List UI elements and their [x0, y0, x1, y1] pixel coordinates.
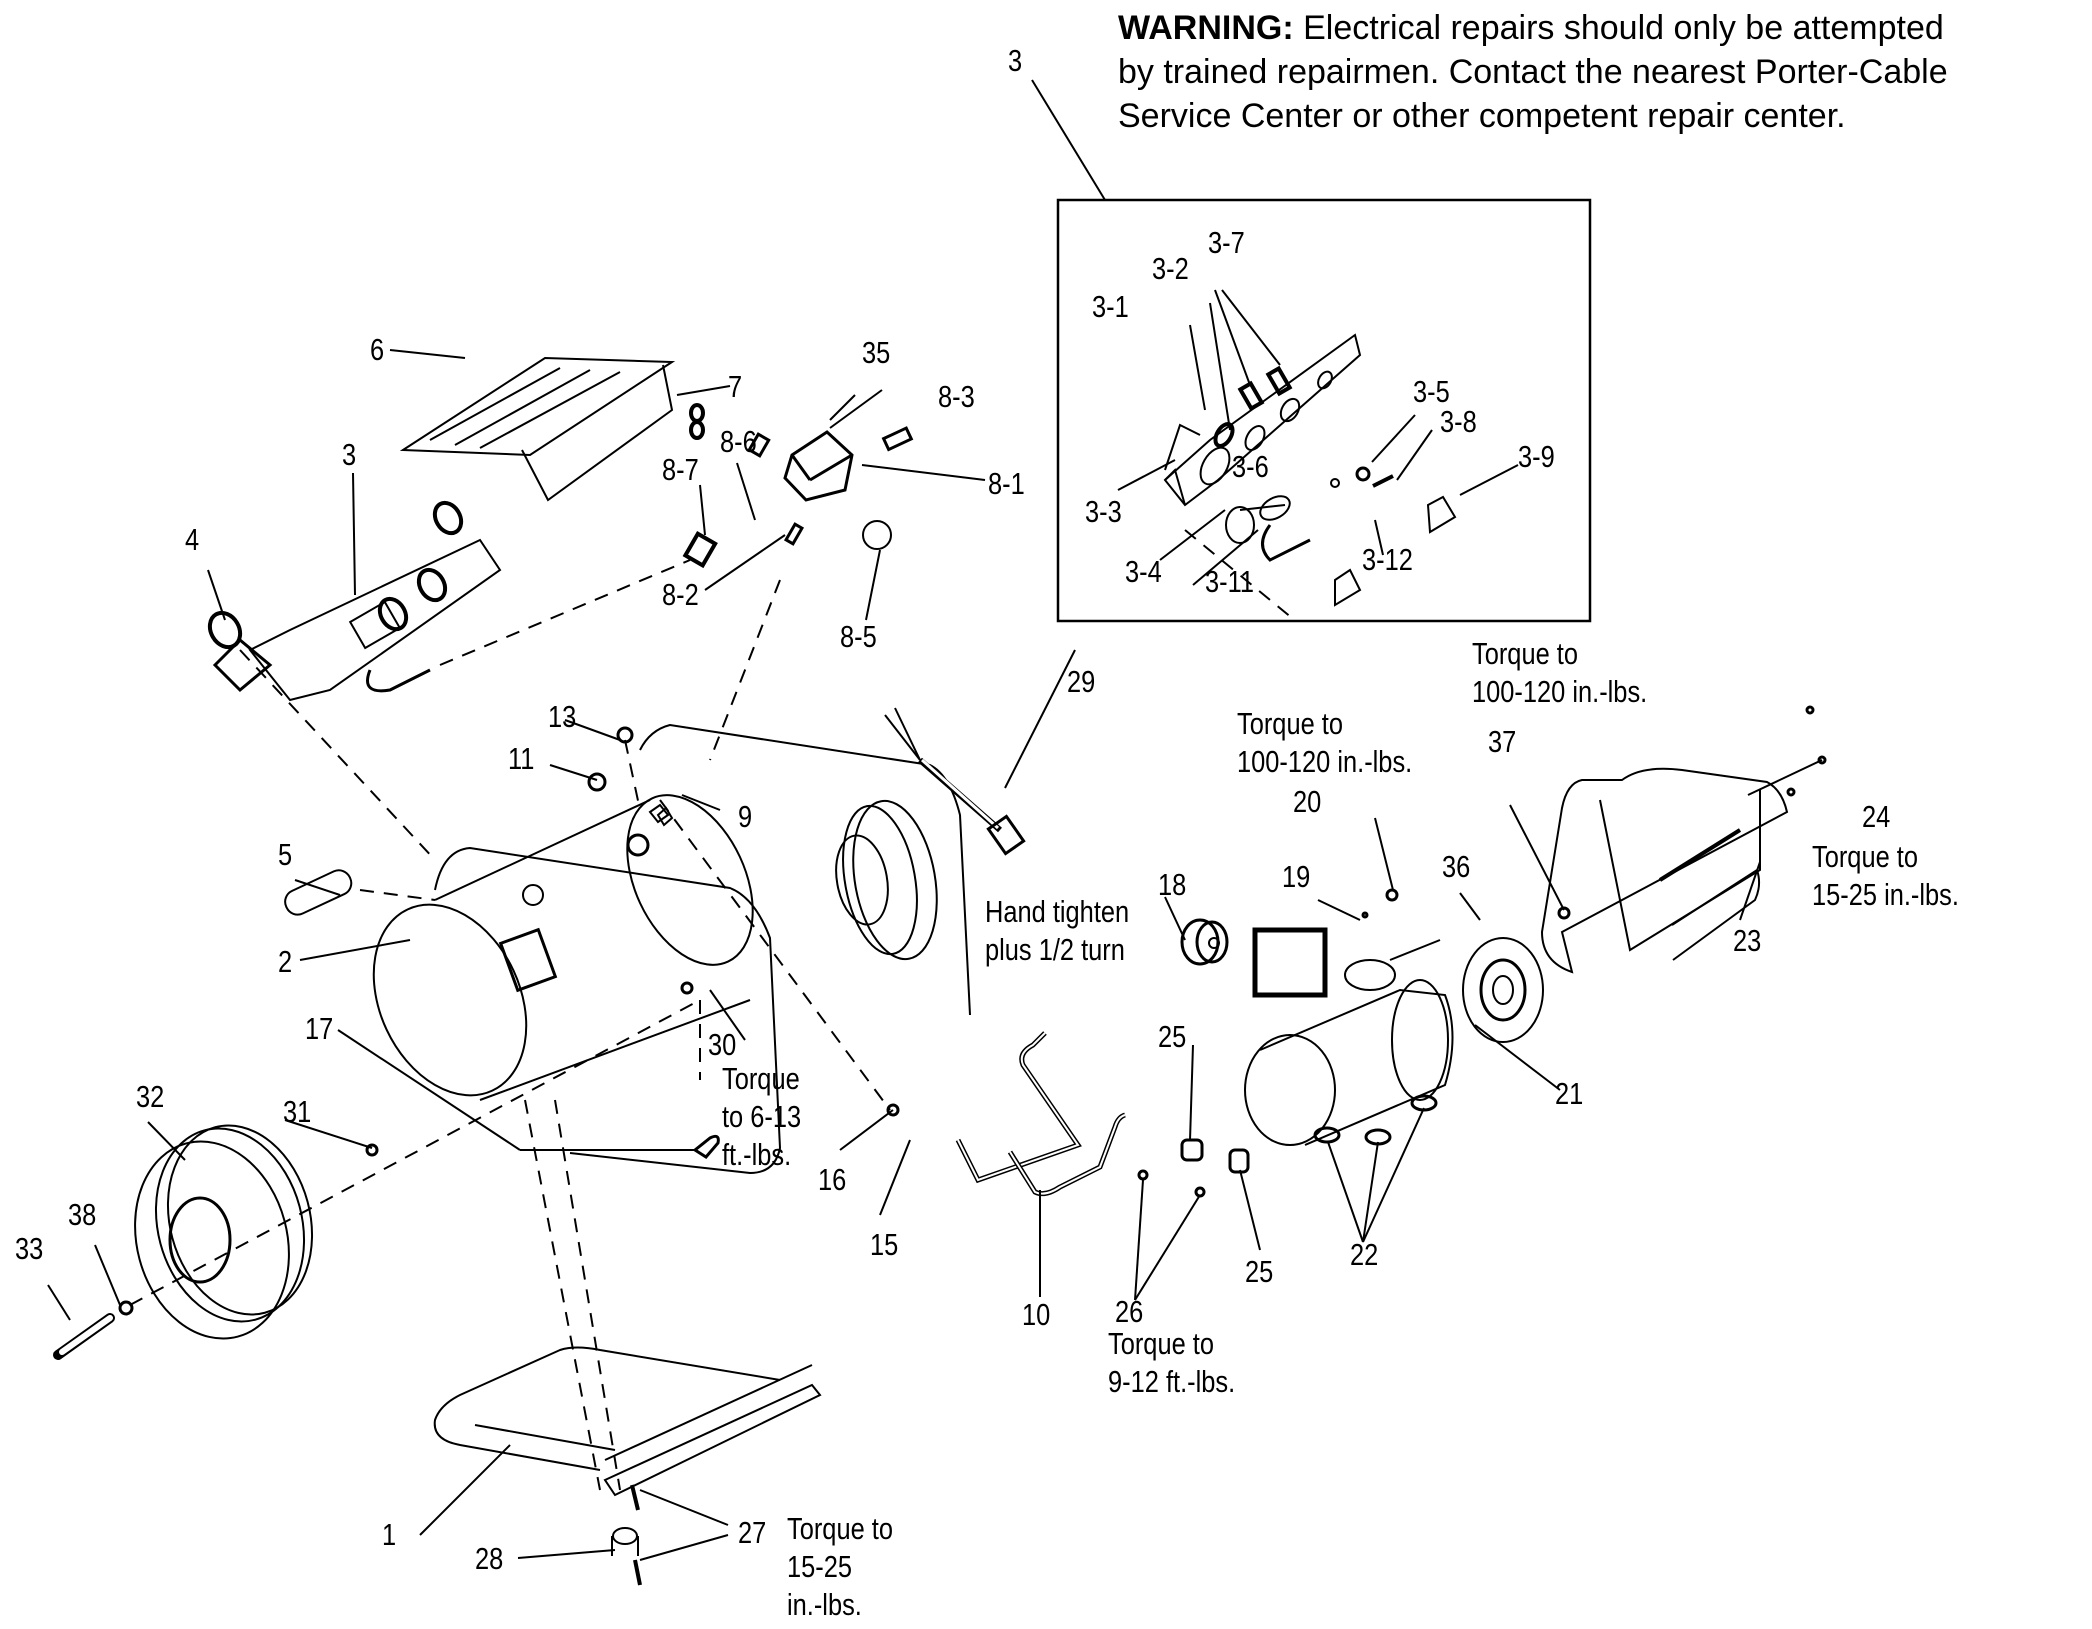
- note-torque-30: Torque to 6-13 ft.-lbs.: [722, 1061, 802, 1172]
- assembly-dashed-lines: [130, 560, 890, 1490]
- callout-3-12: 3-12: [1362, 542, 1413, 577]
- callout-1: 1: [382, 1517, 397, 1552]
- part-33-axle-bolt: [58, 1145, 377, 1355]
- callout-11: 11: [508, 741, 535, 776]
- callout-2: 2: [278, 944, 293, 979]
- note-torque-26: Torque to 9-12 ft.-lbs.: [1108, 1326, 1236, 1399]
- callout-3-11: 3-11: [1205, 564, 1254, 599]
- callout-3-3: 3-3: [1085, 494, 1122, 529]
- callout-30: 30: [708, 1027, 737, 1062]
- note-torque-37: Torque to 100-120 in.-lbs.: [1472, 636, 1648, 709]
- part-8-1-pressure-switch: [685, 405, 911, 565]
- part-32-wheel: [114, 1109, 333, 1356]
- callout-25-lower: 25: [1245, 1254, 1274, 1289]
- note-hand-tighten-18: Hand tighten plus 1/2 turn: [985, 894, 1130, 967]
- callout-4: 4: [185, 522, 200, 557]
- control-panel-detail: [1165, 335, 1455, 618]
- callout-26: 26: [1115, 1294, 1144, 1329]
- callout-27: 27: [738, 1515, 767, 1550]
- callout-8-5: 8-5: [840, 619, 877, 654]
- warning-line-3: Service Center or other competent repair…: [1118, 97, 1846, 135]
- callout-32: 32: [136, 1079, 165, 1114]
- detail-inset-box: [1032, 80, 1590, 621]
- callout-10: 10: [1022, 1297, 1051, 1332]
- callout-3: 3: [342, 437, 357, 472]
- callout-5: 5: [278, 837, 293, 872]
- warning-heading: WARNING:: [1118, 9, 1294, 47]
- callout-8-7: 8-7: [662, 452, 699, 487]
- note-torque-27: Torque to 15-25 in.-lbs.: [787, 1511, 893, 1622]
- callout-8-6: 8-6: [720, 424, 757, 459]
- note-torque-24: Torque to 15-25 in.-lbs.: [1812, 839, 1959, 912]
- callout-16: 16: [818, 1162, 847, 1197]
- right-wheel: [830, 794, 949, 965]
- callout-3-8: 3-8: [1440, 404, 1477, 439]
- part-36-fan: [1463, 938, 1543, 1042]
- callout-31: 31: [283, 1094, 312, 1129]
- callout-3-9: 3-9: [1518, 439, 1555, 474]
- callout-20: 20: [1293, 784, 1322, 819]
- callout-22: 22: [1350, 1237, 1379, 1272]
- callout-3-1: 3-1: [1092, 289, 1129, 324]
- callout-6: 6: [370, 332, 385, 367]
- callout-29: 29: [1067, 664, 1096, 699]
- callout-8-1: 8-1: [988, 466, 1025, 501]
- part-29-power-cord: [885, 708, 1024, 854]
- note-torque-20: Torque to 100-120 in.-lbs.: [1237, 706, 1413, 779]
- part-2-tank: [344, 775, 778, 1120]
- callout-25-upper: 25: [1158, 1019, 1187, 1054]
- warning-line-1: Electrical repairs should only be attemp…: [1293, 9, 1944, 47]
- warning-text: WARNING: Electrical repairs should only …: [1118, 6, 1948, 138]
- small-fasteners: [204, 607, 1825, 1196]
- callout-8-2: 8-2: [662, 577, 699, 612]
- part-21-compressor-pump: [1245, 930, 1453, 1145]
- callout-35: 35: [862, 335, 891, 370]
- callout-23: 23: [1733, 923, 1762, 958]
- callout-18: 18: [1158, 867, 1187, 902]
- part-15-tube: [958, 1033, 1078, 1180]
- callout-7: 7: [728, 369, 743, 404]
- part-1-base-frame: [435, 1348, 820, 1586]
- callout-15: 15: [870, 1227, 899, 1262]
- callout-33: 33: [15, 1231, 44, 1266]
- callout-24: 24: [1862, 799, 1891, 834]
- leader-lines: [48, 290, 1822, 1560]
- callout-3-inset: 3: [1008, 43, 1023, 78]
- callout-13: 13: [548, 699, 577, 734]
- callout-9: 9: [738, 799, 753, 834]
- callout-19: 19: [1282, 859, 1311, 894]
- callout-3-5: 3-5: [1413, 374, 1450, 409]
- callout-3-6: 3-6: [1232, 449, 1269, 484]
- callout-28: 28: [475, 1541, 504, 1576]
- callout-17: 17: [305, 1011, 334, 1046]
- warning-line-2: by trained repairmen. Contact the neares…: [1118, 53, 1948, 91]
- callout-3-7: 3-7: [1208, 225, 1245, 260]
- callout-3-4: 3-4: [1125, 554, 1162, 589]
- callout-21: 21: [1555, 1076, 1584, 1111]
- callout-38: 38: [68, 1197, 97, 1232]
- callout-8-3: 8-3: [938, 379, 975, 414]
- part-7-plate: [403, 358, 672, 500]
- callout-3-2: 3-2: [1152, 251, 1189, 286]
- callout-36: 36: [1442, 849, 1471, 884]
- callout-37: 37: [1488, 724, 1517, 759]
- part-18-gauge: [1182, 920, 1227, 964]
